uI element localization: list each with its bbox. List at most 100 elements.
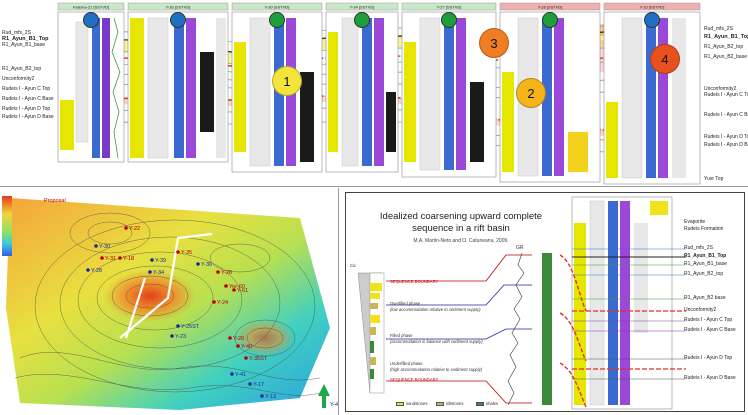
cycle-arcs — [559, 254, 587, 408]
well-correlation-canvas: Fatema-21 [SSTVD]Y-36 [SSTVD]Y-30 [SSTVD… — [57, 2, 701, 185]
right-horizon-label: Rudeis I - Ayun D Base — [704, 142, 748, 148]
right-horizon-label: Rud_mfs_2S — [704, 26, 733, 32]
marker-1-number: 1 — [283, 73, 291, 89]
map-well-dot — [86, 268, 90, 272]
left-horizon-label: Rudeis I - Ayun C Top — [2, 86, 51, 92]
marker-2-number: 2 — [527, 85, 535, 101]
north-arrow-icon — [318, 384, 330, 408]
well-title: Y-10 [SSTVD] — [640, 5, 665, 10]
map-well-markers: Y-22Y-30Y-31Y-28Y-18Y-35Y-39Y-34Y-36Y-26… — [86, 226, 276, 400]
legend-swatch — [476, 401, 484, 406]
phase-label: Overfilled phase — [390, 301, 421, 306]
map-well-dot — [230, 372, 234, 376]
left-horizon-label: Rudeis I - Ayun D Base — [2, 114, 54, 120]
map-well-label: Y-30 — [99, 244, 110, 250]
legend-swatch — [436, 401, 444, 406]
map-well-label: Y-23 — [175, 334, 186, 340]
well-header-bar — [57, 2, 125, 11]
seq-horizon-label: Evaporite — [684, 219, 706, 225]
seq-horizon-label: Rud_mfs_2S — [684, 245, 713, 251]
phase-label: (accommodation in balance with sediment … — [390, 339, 483, 344]
seq-title: Idealized coarsening upward complete seq… — [379, 211, 543, 234]
phase-connectors — [386, 254, 532, 404]
well-title: Y-28 [SSTVD] — [538, 5, 563, 10]
right-horizon-label: Rudeis I - Ayun C Top — [704, 92, 748, 98]
map-well-label: Y-22 — [129, 226, 140, 232]
seq-horizon-label: R1_Ayun_B2_top — [684, 271, 724, 277]
well-status-dot — [170, 12, 186, 28]
map-well-label: Y-40 — [241, 344, 252, 350]
map-well-dot — [216, 270, 220, 274]
map-well-label: Y-61 — [237, 288, 248, 294]
map-well-dot — [176, 324, 180, 328]
seq-horizon-label: Rudeis I - Ayun C Top — [684, 317, 733, 323]
phase-label: Underfilled phase — [390, 361, 423, 366]
map-well-label: Y-34 — [153, 270, 164, 276]
well-title: Y-36 [SSTVD] — [166, 5, 191, 10]
map-well-dot — [260, 394, 264, 398]
map-well-label: Y-41 — [235, 372, 246, 378]
map-well-dot — [244, 356, 248, 360]
right-horizon-label: R1_Ayun_B1_Top — [704, 34, 748, 40]
well-status-dot — [644, 12, 660, 28]
legend-item: sandstones — [396, 401, 427, 406]
marker-2: 2 — [516, 78, 546, 108]
phase-label: SEQUENCE BOUNDARY — [390, 377, 439, 382]
map-well-dot — [236, 344, 240, 348]
seq-horizon-label: Rudeis I - Ayun C Base — [684, 327, 736, 333]
lithology-column — [357, 272, 385, 394]
well-title: Fatema-21 [SSTVD] — [73, 5, 109, 10]
legend-item: shales — [476, 401, 498, 406]
well-status-dot — [542, 12, 558, 28]
map-well-label: Y-18 — [123, 256, 134, 262]
seq-horizon-label: Unconformity2 — [684, 307, 717, 313]
phase-label: (low accommodation relative to sediment … — [390, 307, 481, 312]
well-header-bar — [401, 2, 497, 11]
map-well-label: Yor-60 — [229, 284, 245, 290]
left-horizon-label: Rud_mfs_2S — [2, 30, 31, 36]
contour-map-canvas: Proposal Y-4 Y-22Y-30Y-31Y-28Y-18Y-35Y-3… — [0, 188, 338, 415]
well-status-dot — [441, 12, 457, 28]
well-header-bar — [499, 2, 601, 11]
cross-section-line — [119, 232, 213, 339]
map-well-dot — [148, 270, 152, 274]
seq-boundaries — [572, 310, 686, 370]
right-horizon-label: Rudeis I - Ayun D Top — [704, 134, 748, 140]
left-horizon-label: R1_Ayun_B1_base — [2, 42, 45, 48]
map-well-label: Y-28 — [91, 268, 102, 274]
right-horizon-label: R1_Ayun_B2_base — [704, 54, 747, 60]
map-well-label: Y-35ST — [249, 356, 268, 362]
well-header-bar — [325, 2, 399, 11]
seq-horizon-label: Rudeis I - Ayun D Top — [684, 355, 733, 361]
right-horizon-label: Unconformity2 — [704, 86, 737, 92]
seq-horizon-label: R1_Ayun_B1_base — [684, 261, 727, 267]
map-well-label: Y-17 — [253, 382, 264, 388]
map-well-dot — [124, 226, 128, 230]
column-label: Cic — [350, 263, 357, 268]
left-horizon-label: Rudeis I - Ayun D Top — [2, 106, 51, 112]
seq-horizon-label: Rudeis I - Ayun D Base — [684, 375, 736, 381]
legend-item: siltstones — [436, 401, 463, 406]
well-correlation-panel: Fatema-21 [SSTVD]Y-36 [SSTVD]Y-30 [SSTVD… — [0, 0, 748, 187]
map-well-label: Y-13 — [265, 394, 276, 400]
well-status-dot — [83, 12, 99, 28]
marker-4: 4 — [650, 44, 680, 74]
legend-label: siltstones — [446, 401, 464, 406]
gr-log-curve — [507, 252, 525, 406]
seq-horizon-label: R1_Ayun_B1_Top — [684, 253, 727, 259]
well-title: Y-34 [SSTVD] — [350, 5, 375, 10]
well-status-dot — [354, 12, 370, 28]
map-well-label: Y-26 — [221, 270, 232, 276]
map-well-label: Y-35 — [181, 250, 192, 256]
phase-label: (high accommodation relative to sediment… — [390, 367, 483, 372]
phase-label: Filled phase — [390, 333, 413, 338]
legend-swatch — [396, 401, 404, 406]
well-tracks — [57, 11, 701, 185]
map-well-dot — [118, 256, 122, 260]
north-label: Y-4 — [330, 402, 338, 408]
seq-citation: M.A. Martin-Neto and O. Catuneanu, 2009. — [413, 238, 509, 244]
marker-4-number: 4 — [661, 51, 669, 67]
map-well-label: Y-20 — [233, 336, 244, 342]
map-well-label: Y-25ST — [181, 324, 200, 330]
